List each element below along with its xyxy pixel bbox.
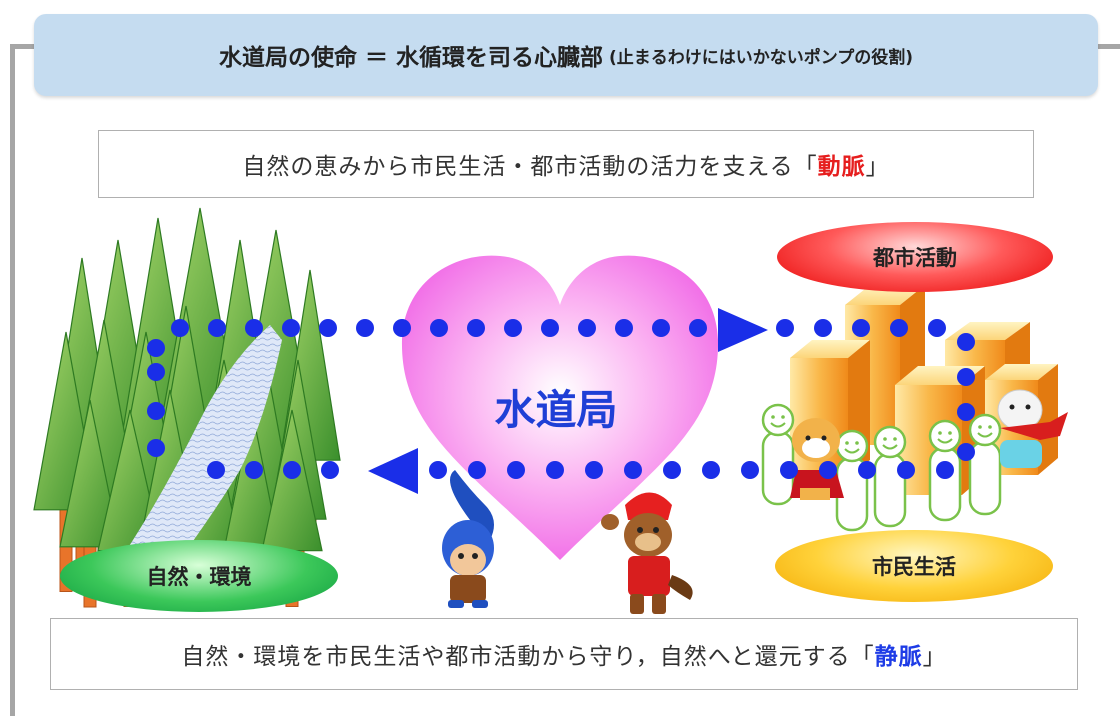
flow-dot (356, 319, 374, 337)
flow-dot (321, 461, 339, 479)
flow-dot (814, 319, 832, 337)
flow-dot (585, 461, 603, 479)
artery-prefix: 自然の恵みから市民生活・都市活動の活力を支える「 (242, 154, 818, 180)
flow-dot (957, 403, 975, 421)
flow-dot (578, 319, 596, 337)
flow-dot (957, 443, 975, 461)
flow-dot (890, 319, 908, 337)
mascot-character-icon (790, 418, 844, 500)
flow-dot (776, 319, 794, 337)
flow-dot (147, 363, 165, 381)
title-sub: (止まるわけにはいかないポンプの役割) (608, 47, 914, 68)
flow-dot (957, 368, 975, 386)
vein-arrow-icon (368, 448, 418, 494)
flow-dot (689, 319, 707, 337)
river-icon (95, 325, 282, 600)
forest-icon (33, 207, 341, 608)
heart-label: 水道局 (494, 386, 618, 434)
flow-dot (928, 319, 946, 337)
flow-dot (652, 319, 670, 337)
artery-keyword: 動脈 (817, 154, 866, 180)
vein-description: 自然・環境を市民生活や都市活動から守り，自然へと還元する「静脈」 (50, 618, 1078, 690)
flow-dot (468, 461, 486, 479)
flow-dot (147, 339, 165, 357)
flow-dot (546, 461, 564, 479)
flow-dot (852, 319, 870, 337)
artery-suffix: 」 (865, 154, 890, 180)
artery-description: 自然の恵みから市民生活・都市活動の活力を支える「動脈」 (98, 130, 1034, 198)
node-city-activity: 都市活動 (777, 222, 1053, 292)
flow-dot (147, 402, 165, 420)
flow-dot (624, 461, 642, 479)
flow-dot (245, 319, 263, 337)
person-icon (761, 403, 795, 506)
flow-dot (936, 461, 954, 479)
title-main: 水道局の使命 ＝ 水循環を司る心臓部 (218, 45, 603, 71)
flow-dot (541, 319, 559, 337)
flow-dot (430, 319, 448, 337)
flow-dot (207, 461, 225, 479)
flow-dot (429, 461, 447, 479)
flow-dot (615, 319, 633, 337)
flow-dot (393, 319, 411, 337)
flow-dot (780, 461, 798, 479)
flow-dot (897, 461, 915, 479)
mascot-beaver-icon (601, 492, 693, 614)
flow-dot (208, 319, 226, 337)
mascot-water-drop-icon (442, 470, 494, 608)
flow-dot (171, 319, 189, 337)
person-icon (835, 429, 869, 532)
vein-keyword: 静脈 (874, 644, 923, 670)
flow-dot (663, 461, 681, 479)
flow-dot (245, 461, 263, 479)
flow-dot (319, 319, 337, 337)
flow-dot (504, 319, 522, 337)
artery-arrow-icon (718, 308, 768, 352)
title-banner: 水道局の使命 ＝ 水循環を司る心臓部 (止まるわけにはいかないポンプの役割) (34, 14, 1098, 96)
flow-dot (507, 461, 525, 479)
flow-dot (702, 461, 720, 479)
mascot-bear-icon (997, 389, 1068, 468)
node-nature-environment: 自然・環境 (60, 540, 338, 612)
flow-dot (819, 461, 837, 479)
node-citizen-life: 市民生活 (775, 530, 1053, 602)
person-icon (968, 413, 1002, 516)
circulation-dots (147, 319, 975, 479)
flow-dot (282, 319, 300, 337)
flow-dot (283, 461, 301, 479)
flow-dot (147, 439, 165, 457)
vein-suffix: 」 (922, 644, 947, 670)
flow-dot (957, 333, 975, 351)
flow-dot (858, 461, 876, 479)
frame-line-left (10, 44, 15, 716)
flow-dot (467, 319, 485, 337)
flow-dot (741, 461, 759, 479)
vein-prefix: 自然・環境を市民生活や都市活動から守り，自然へと還元する「 (181, 644, 875, 670)
